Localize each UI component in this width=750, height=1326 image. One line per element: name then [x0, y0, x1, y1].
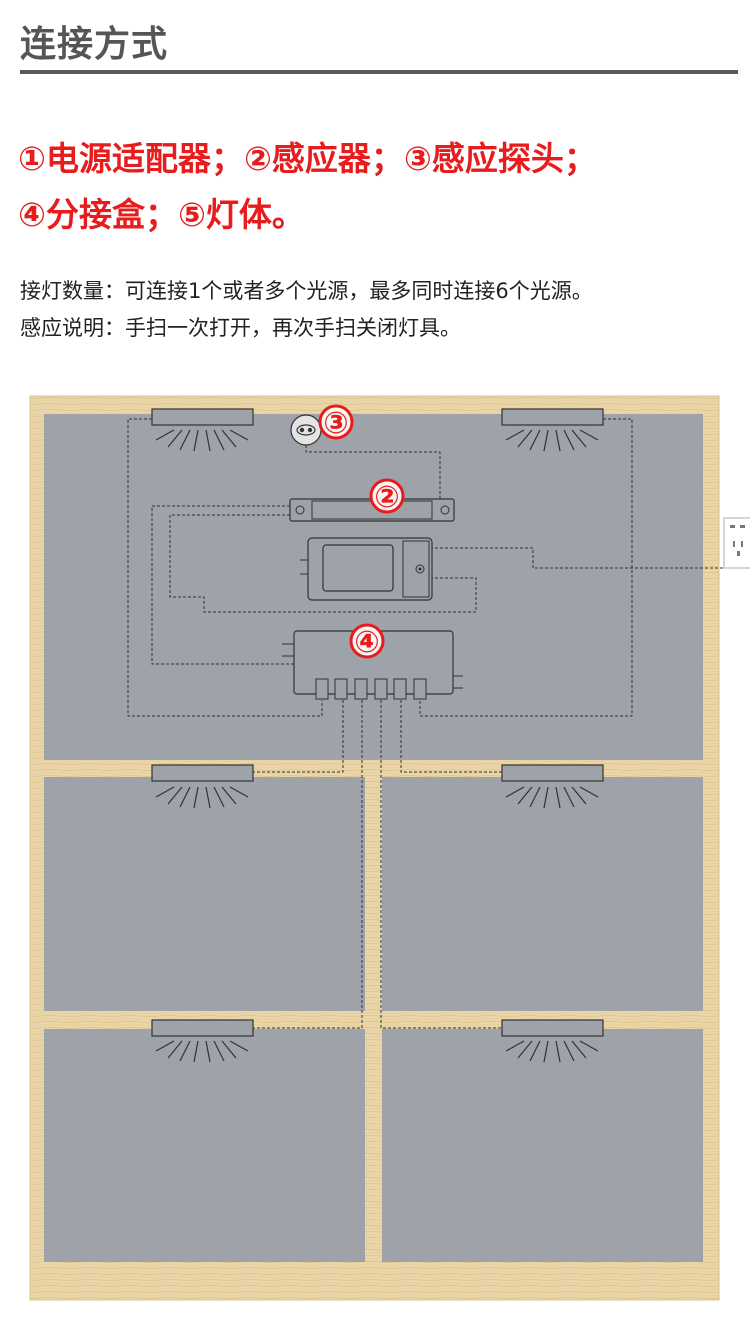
label-sensor-probe: ③: [318, 404, 354, 441]
led-light-icon: [501, 408, 604, 452]
description-line-1: 接灯数量：可连接1个或者多个光源，最多同时连接6个光源。: [20, 279, 593, 303]
page-title: 连接方式: [20, 24, 169, 65]
title-rule: [20, 70, 738, 74]
label-sensor-probe-text: ③: [323, 406, 348, 441]
led-light-icon: [151, 1019, 254, 1063]
led-light-icon: [501, 1019, 604, 1063]
legend-line-2: ④分接盒；⑤灯体。: [18, 195, 305, 234]
led-light-icon: [151, 408, 254, 452]
label-junction-box-text: ④: [354, 625, 379, 660]
wires: [127, 418, 724, 1029]
led-light-icon: [151, 764, 254, 809]
led-light-icon: [501, 764, 604, 809]
power-adapter-icon: [300, 537, 433, 601]
label-junction-box: ④: [349, 623, 385, 660]
wall-socket-icon: [723, 517, 750, 569]
panel-bottom-right: [382, 1029, 703, 1262]
label-sensor-text: ②: [374, 480, 399, 515]
panel-mid-right: [382, 777, 703, 1011]
description-line-2: 感应说明：手扫一次打开，再次手扫关闭灯具。: [20, 316, 461, 340]
wiring-diagram: ③ ② ④: [29, 395, 750, 1301]
panel-mid-left: [44, 777, 365, 1011]
panel-bottom-left: [44, 1029, 365, 1262]
sensor-icon: [289, 498, 455, 522]
sensor-probe-icon: [290, 414, 322, 446]
junction-box-icon: [282, 630, 463, 700]
legend-line-1: ①电源适配器；②感应器；③感应探头；: [18, 139, 597, 178]
label-sensor: ②: [369, 478, 405, 515]
